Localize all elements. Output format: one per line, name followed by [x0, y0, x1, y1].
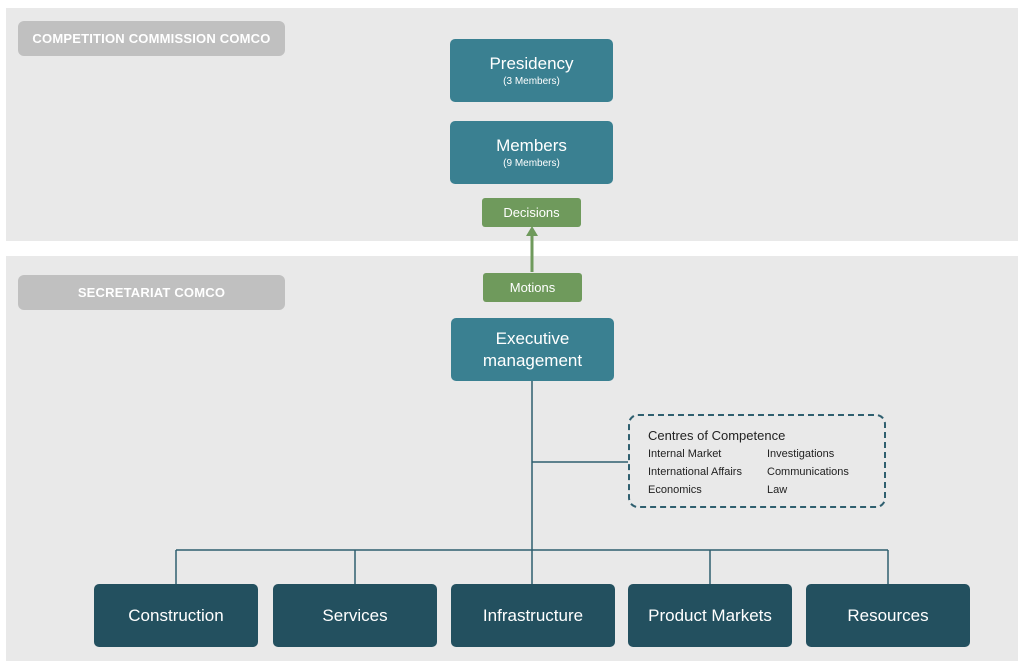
department-label: Construction — [128, 606, 224, 625]
department-product-markets: Product Markets — [628, 584, 792, 647]
department-label: Infrastructure — [482, 606, 584, 625]
centre-item: Economics — [648, 484, 702, 496]
members-box: Members (9 Members) — [450, 121, 613, 184]
department-infrastructure: Infrastructure — [451, 584, 615, 647]
department-label: Resources — [847, 606, 929, 625]
department-label: Product Markets — [648, 606, 772, 625]
centre-item: Communications — [767, 466, 849, 478]
department-construction: Construction — [94, 584, 258, 647]
centres-of-competence-box: Centres of Competence Internal Market In… — [628, 414, 886, 508]
presidency-subtitle: (3 Members) — [503, 76, 560, 87]
centre-item: International Affairs — [648, 466, 742, 478]
decisions-box: Decisions — [482, 198, 581, 227]
centre-item: Investigations — [767, 448, 835, 460]
executive-management-title: Executive management — [482, 328, 583, 370]
members-subtitle: (9 Members) — [503, 158, 560, 169]
centre-item: Internal Market — [648, 448, 722, 460]
centres-of-competence-title: Centres of Competence — [648, 428, 786, 443]
motions-box: Motions — [483, 273, 582, 302]
presidency-title: Presidency — [489, 54, 574, 73]
decisions-label: Decisions — [503, 205, 560, 220]
executive-management-box: Executive management — [451, 318, 614, 381]
department-label: Services — [322, 606, 388, 625]
motions-label: Motions — [509, 280, 556, 295]
department-services: Services — [273, 584, 437, 647]
department-resources: Resources — [806, 584, 970, 647]
commission-section-label: COMPETITION COMMISSION COMCO — [18, 21, 285, 56]
presidency-box: Presidency (3 Members) — [450, 39, 613, 102]
centre-item: Law — [767, 484, 788, 496]
members-title: Members — [496, 136, 567, 155]
secretariat-section-label: SECRETARIAT COMCO — [18, 275, 285, 310]
centres-of-competence-list: Internal Market Investigations Internati… — [648, 447, 884, 498]
